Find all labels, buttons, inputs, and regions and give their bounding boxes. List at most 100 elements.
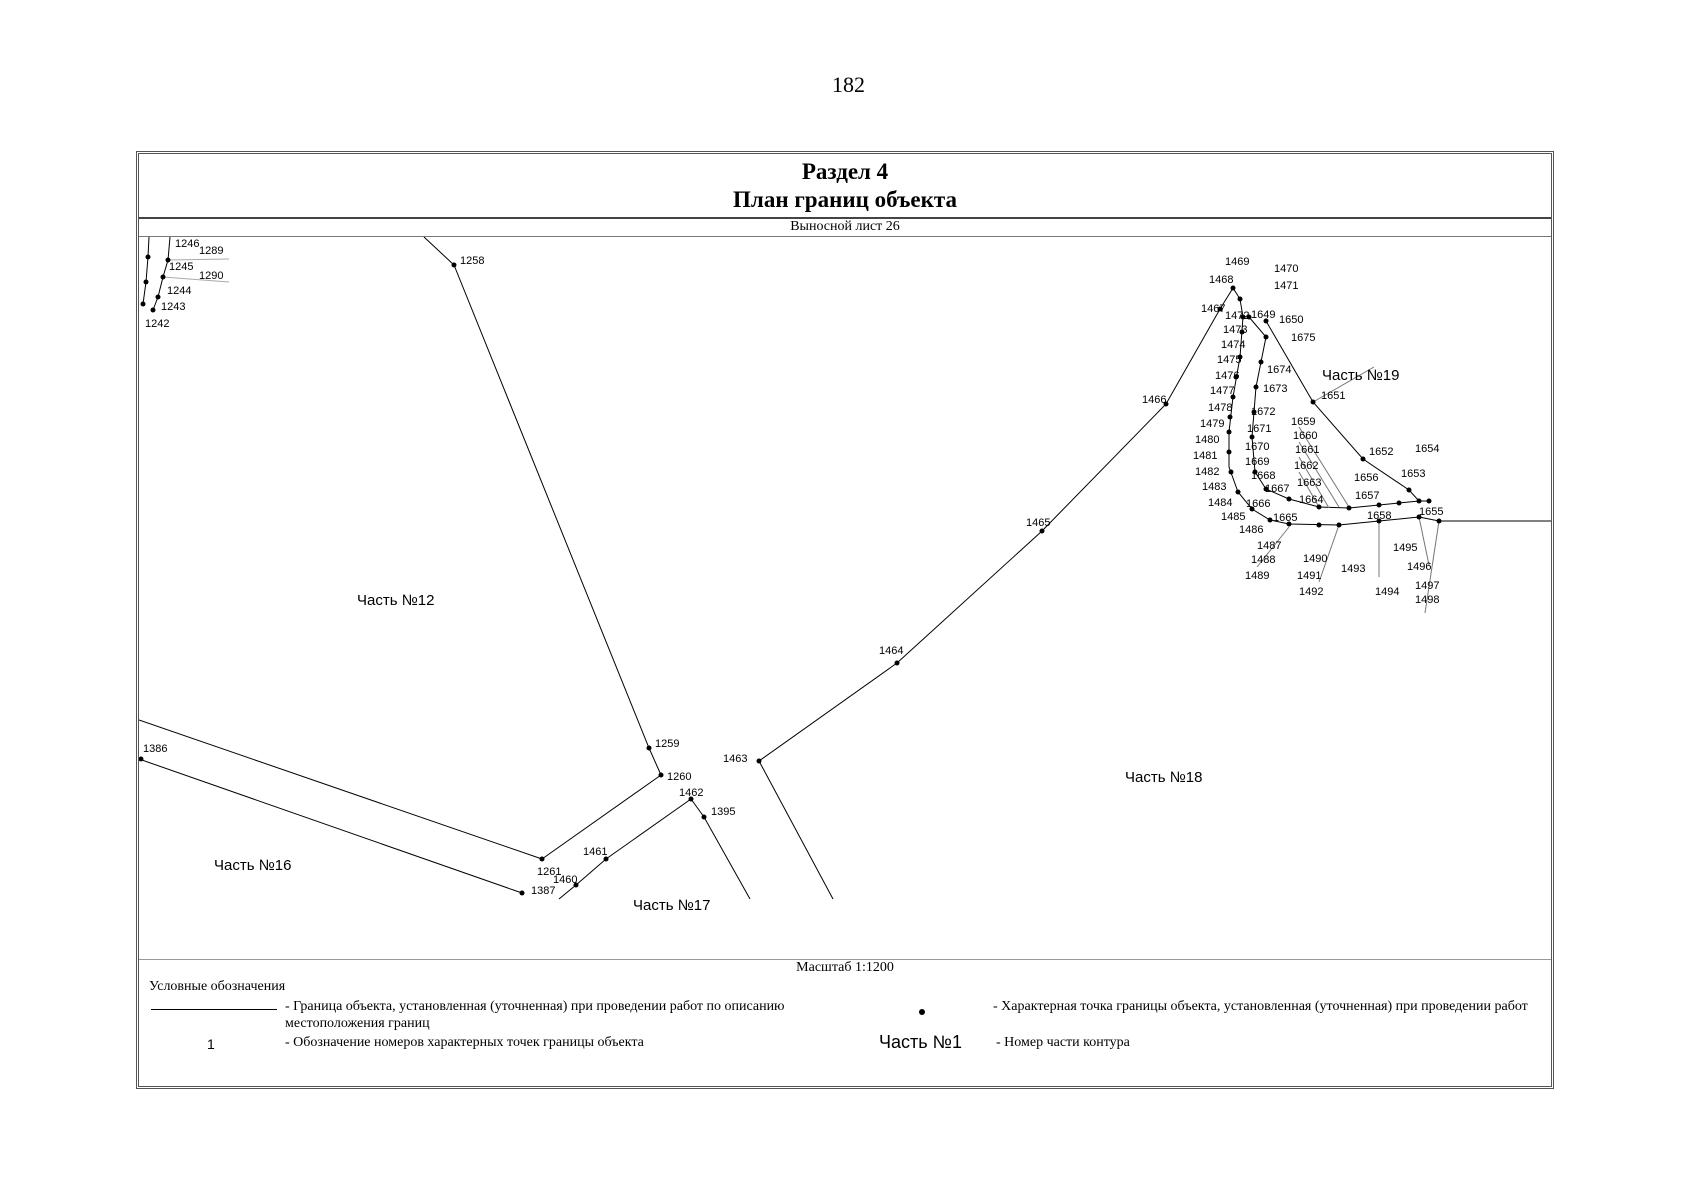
point-marker bbox=[1226, 429, 1232, 435]
point-label: 1665 bbox=[1273, 512, 1297, 524]
legend-characteristic-point-text: - Характерная точка границы объекта, уст… bbox=[993, 999, 1528, 1014]
point-label: 1483 bbox=[1202, 481, 1226, 493]
point-marker bbox=[519, 890, 525, 896]
point-label: 1290 bbox=[199, 270, 223, 282]
point-label: 1489 bbox=[1245, 570, 1269, 582]
point-label: 1484 bbox=[1208, 497, 1232, 509]
part-label-12: Часть №12 bbox=[357, 592, 434, 609]
boundary-line bbox=[758, 760, 834, 900]
point-label: 1259 bbox=[655, 738, 679, 750]
point-label: 1653 bbox=[1401, 468, 1425, 480]
point-marker bbox=[160, 274, 166, 280]
point-label: 1261 bbox=[537, 866, 561, 878]
point-label: 1663 bbox=[1297, 477, 1321, 489]
boundary-line bbox=[1248, 316, 1420, 509]
point-label: 1651 bbox=[1321, 390, 1345, 402]
point-label: 1674 bbox=[1267, 364, 1291, 376]
point-marker bbox=[603, 856, 609, 862]
point-label: 1481 bbox=[1193, 450, 1217, 462]
leader-line bbox=[1256, 526, 1290, 568]
point-marker bbox=[155, 294, 161, 300]
leader-line bbox=[1298, 456, 1330, 509]
point-marker bbox=[1316, 504, 1322, 510]
point-label: 1461 bbox=[583, 846, 607, 858]
boundary-line bbox=[162, 276, 230, 283]
point-label: 1467 bbox=[1201, 303, 1225, 315]
point-marker bbox=[1253, 384, 1259, 390]
point-marker bbox=[1376, 518, 1382, 524]
boundary-line bbox=[139, 719, 543, 860]
point-label: 1490 bbox=[1303, 553, 1327, 565]
point-label: 1243 bbox=[161, 301, 185, 313]
legend-part-text: - Номер части контура bbox=[996, 1035, 1130, 1050]
point-marker bbox=[165, 257, 171, 263]
point-label: 1673 bbox=[1263, 383, 1287, 395]
point-label: 1462 bbox=[679, 787, 703, 799]
sheet-divider bbox=[139, 236, 1551, 237]
boundary-line bbox=[142, 237, 150, 305]
point-label: 1667 bbox=[1265, 483, 1289, 495]
point-label: 1470 bbox=[1274, 263, 1298, 275]
scale-label: Масштаб 1:1200 bbox=[796, 960, 894, 975]
point-label: 1671 bbox=[1247, 423, 1271, 435]
boundary-line bbox=[758, 287, 1234, 762]
point-label: 1395 bbox=[711, 806, 735, 818]
point-marker bbox=[1263, 318, 1269, 324]
legend-title: Условные обозначения bbox=[149, 979, 286, 994]
point-label: 1672 bbox=[1251, 406, 1275, 418]
point-marker bbox=[1286, 496, 1292, 502]
legend-point-number-text: - Обозначение номеров характерных точек … bbox=[285, 1035, 644, 1050]
characteristic-points bbox=[139, 254, 1442, 896]
leader-line bbox=[1418, 516, 1430, 566]
point-label: 1471 bbox=[1274, 280, 1298, 292]
point-label: 1661 bbox=[1295, 444, 1319, 456]
point-marker bbox=[1163, 401, 1169, 407]
boundary-line bbox=[1228, 287, 1551, 526]
point-label: 1468 bbox=[1209, 274, 1233, 286]
point-marker bbox=[1286, 521, 1292, 527]
point-marker bbox=[1226, 449, 1232, 455]
point-marker bbox=[140, 301, 146, 307]
part-label-16: Часть №16 bbox=[214, 857, 291, 874]
point-marker bbox=[1039, 528, 1045, 534]
part-label-18: Часть №18 bbox=[1125, 769, 1202, 786]
point-label: 1258 bbox=[460, 255, 484, 267]
point-marker bbox=[1228, 469, 1234, 475]
point-label: 1497 bbox=[1415, 580, 1439, 592]
section-title: Раздел 4 bbox=[801, 159, 889, 184]
point-label: 1654 bbox=[1415, 443, 1439, 455]
leader-line bbox=[1298, 441, 1340, 508]
point-label: 1474 bbox=[1221, 339, 1245, 351]
point-label: 1463 bbox=[723, 753, 747, 765]
point-label: 1492 bbox=[1299, 586, 1323, 598]
point-marker bbox=[1246, 314, 1252, 320]
point-label: 1670 bbox=[1245, 441, 1269, 453]
point-marker bbox=[1237, 296, 1243, 302]
point-label: 1488 bbox=[1251, 554, 1275, 566]
leader-line bbox=[1318, 524, 1340, 583]
point-marker bbox=[1436, 518, 1442, 524]
point-marker bbox=[1230, 394, 1236, 400]
point-marker bbox=[1251, 409, 1257, 415]
point-label: 1493 bbox=[1341, 563, 1365, 575]
point-label: 1669 bbox=[1245, 456, 1269, 468]
point-marker bbox=[1249, 506, 1255, 512]
point-marker bbox=[1310, 399, 1316, 405]
map-frame: Раздел 4 План границ объекта Выносной ли… bbox=[136, 151, 1554, 1089]
point-label: 1480 bbox=[1195, 434, 1219, 446]
point-marker bbox=[1336, 522, 1342, 528]
plan-title: План границ объекта bbox=[733, 187, 957, 212]
boundary-line bbox=[423, 237, 662, 776]
point-marker bbox=[646, 745, 652, 751]
point-label: 1242 bbox=[145, 318, 169, 330]
point-label: 1473 bbox=[1223, 324, 1247, 336]
point-label: 1289 bbox=[199, 245, 223, 257]
legend-point-symbol bbox=[919, 1009, 925, 1015]
point-label: 1660 bbox=[1293, 430, 1317, 442]
point-label: 1668 bbox=[1251, 470, 1275, 482]
point-marker bbox=[1346, 505, 1352, 511]
point-marker bbox=[658, 772, 664, 778]
point-marker bbox=[1360, 456, 1366, 462]
legend-part-symbol: Часть №1 bbox=[879, 1032, 962, 1052]
point-marker bbox=[1240, 314, 1246, 320]
